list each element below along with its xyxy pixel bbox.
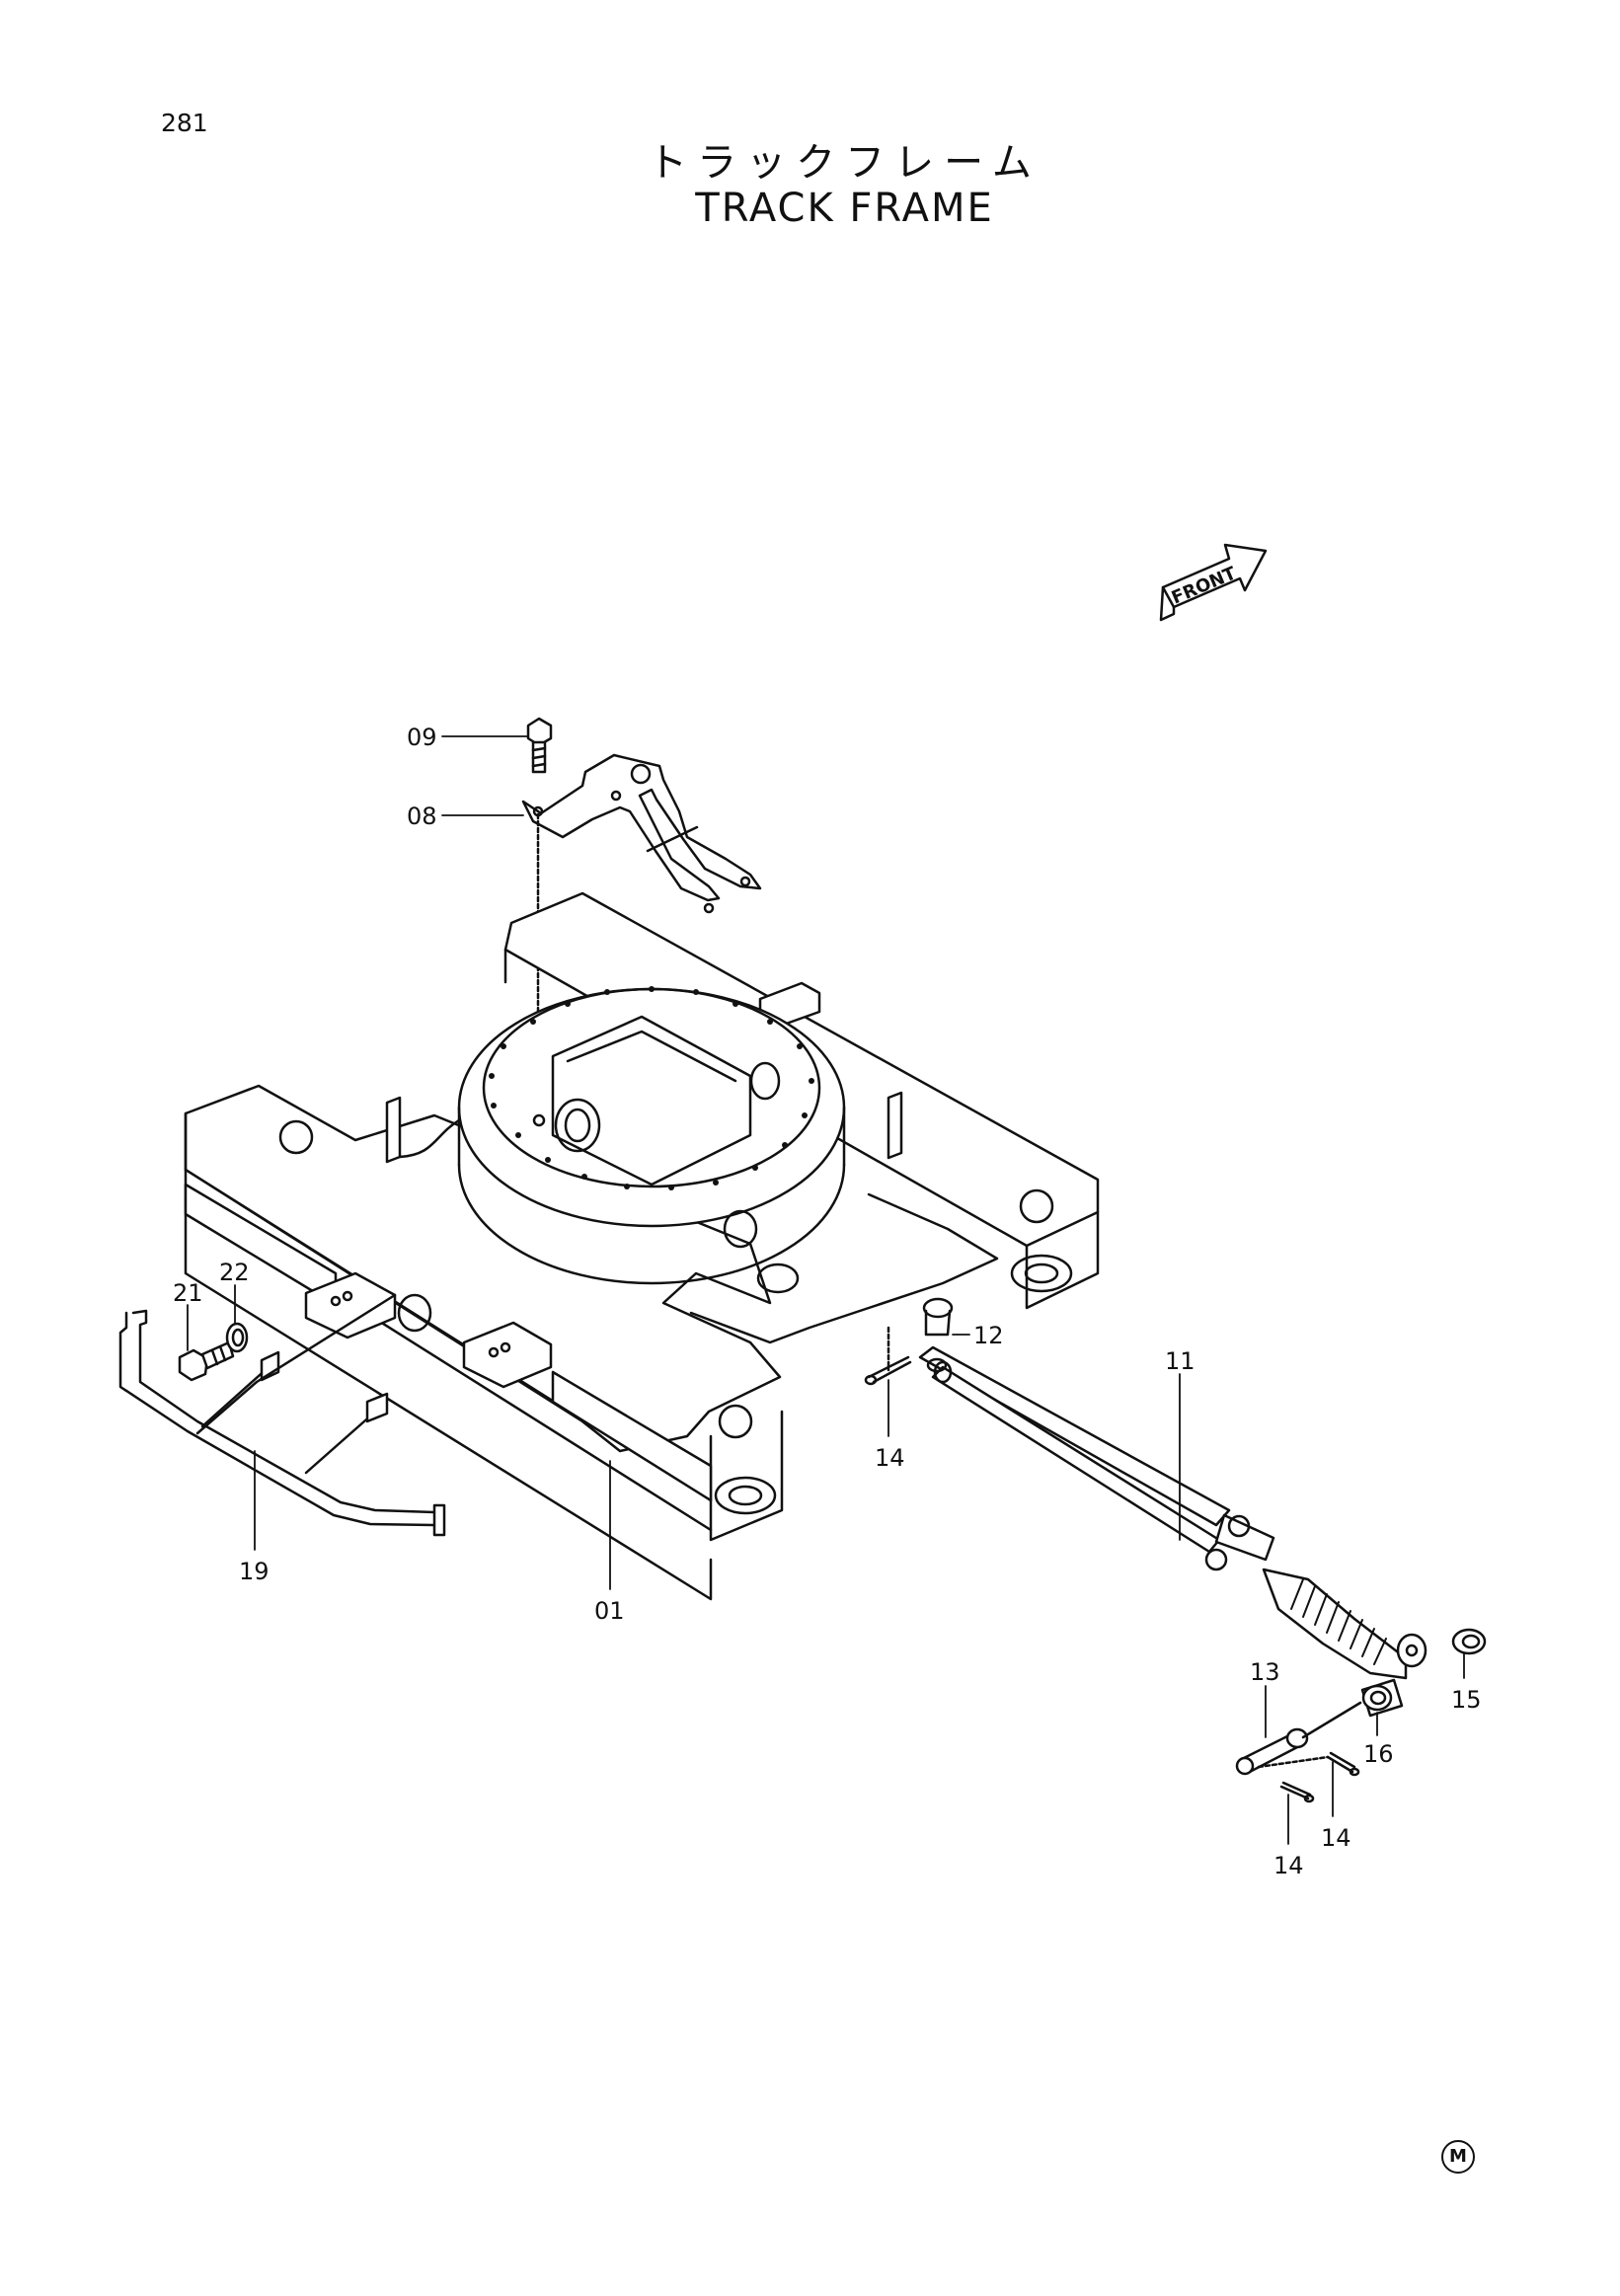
callout-19: 19 [239, 1558, 270, 1585]
washer-part-22 [225, 1322, 249, 1353]
callout-15: 15 [1451, 1686, 1482, 1714]
pin-part-12 [922, 1297, 954, 1373]
callout-08: 08 [407, 803, 437, 830]
callout-09: 09 [407, 724, 437, 751]
callout-11: 11 [1165, 1347, 1196, 1375]
title-english: TRACK FRAME [695, 186, 994, 231]
handrail-part-19 [118, 1293, 446, 1537]
callout-21: 21 [173, 1279, 203, 1307]
front-arrow-icon: FRONT [1159, 543, 1268, 622]
bracket-part-08 [521, 753, 762, 914]
washer-part-15 [1451, 1628, 1487, 1655]
callout-01: 01 [594, 1597, 625, 1625]
track-frame-part-01 [184, 891, 1100, 1601]
pin-part-13 [1235, 1701, 1362, 1776]
callout-22: 22 [219, 1259, 250, 1286]
page-number: 281 [161, 109, 208, 137]
callout-14-a: 14 [875, 1444, 905, 1472]
callout-14-b: 14 [1321, 1824, 1351, 1852]
callout-13: 13 [1250, 1658, 1280, 1686]
callout-14-c: 14 [1273, 1852, 1304, 1879]
bolt-part-21 [178, 1340, 235, 1382]
corner-mark-m: M [1441, 2140, 1475, 2174]
bolt-part-09 [526, 717, 553, 774]
cotter-pin-part-14-c [1279, 1781, 1315, 1803]
cotter-pin-part-14-b [1326, 1751, 1360, 1777]
bushing-part-16 [1360, 1678, 1404, 1718]
cylinder-part-11 [918, 1345, 1427, 1680]
callout-12: 12 [973, 1322, 1004, 1349]
title-japanese: トラックフレーム [648, 140, 1041, 186]
leader-lines [187, 735, 1465, 1845]
callout-16: 16 [1363, 1740, 1394, 1768]
